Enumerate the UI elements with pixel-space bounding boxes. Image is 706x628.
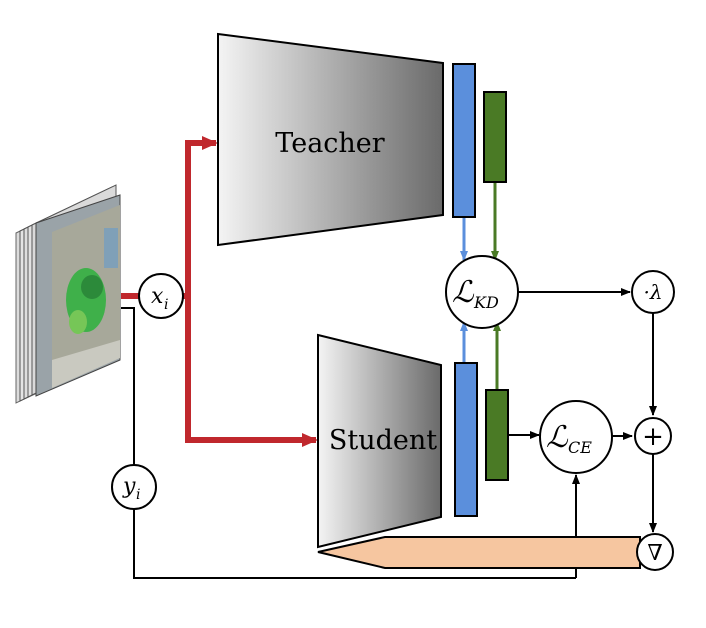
student-network: Student bbox=[317, 333, 442, 549]
kd-loss-subscript: KD bbox=[473, 293, 499, 312]
ce-loss-symbol: ℒ bbox=[546, 420, 569, 455]
ce-loss-node: ℒ CE bbox=[539, 400, 613, 474]
input-node: x i bbox=[138, 273, 184, 319]
teacher-feature-green bbox=[483, 91, 507, 183]
input-subscript: i bbox=[164, 297, 168, 313]
sum-label: + bbox=[642, 422, 664, 452]
student-feature-blue bbox=[454, 362, 478, 517]
kd-loss-symbol: ℒ bbox=[452, 275, 475, 310]
sum-node: + bbox=[634, 417, 672, 455]
teacher-feature-blue bbox=[452, 63, 476, 218]
scale-node: ·λ bbox=[631, 270, 675, 314]
label-node: y i bbox=[111, 464, 157, 510]
scale-label: ·λ bbox=[643, 280, 662, 304]
input-data-flow bbox=[121, 136, 318, 447]
input-image-stack bbox=[15, 184, 121, 404]
input-label: x bbox=[151, 284, 164, 309]
gradient-feedback-bar bbox=[317, 536, 641, 569]
ce-loss-subscript: CE bbox=[568, 438, 592, 457]
kd-loss-node: ℒ KD bbox=[445, 255, 519, 329]
teacher-label: Teacher bbox=[275, 128, 384, 159]
frog-photo bbox=[52, 205, 120, 388]
student-label: Student bbox=[329, 425, 437, 456]
gradient-node: ∇ bbox=[636, 533, 674, 571]
student-feature-green bbox=[485, 389, 509, 481]
label-subscript: i bbox=[136, 487, 140, 503]
gradient-label: ∇ bbox=[647, 541, 662, 566]
label-label: y bbox=[122, 474, 136, 499]
teacher-network: Teacher bbox=[217, 32, 444, 247]
